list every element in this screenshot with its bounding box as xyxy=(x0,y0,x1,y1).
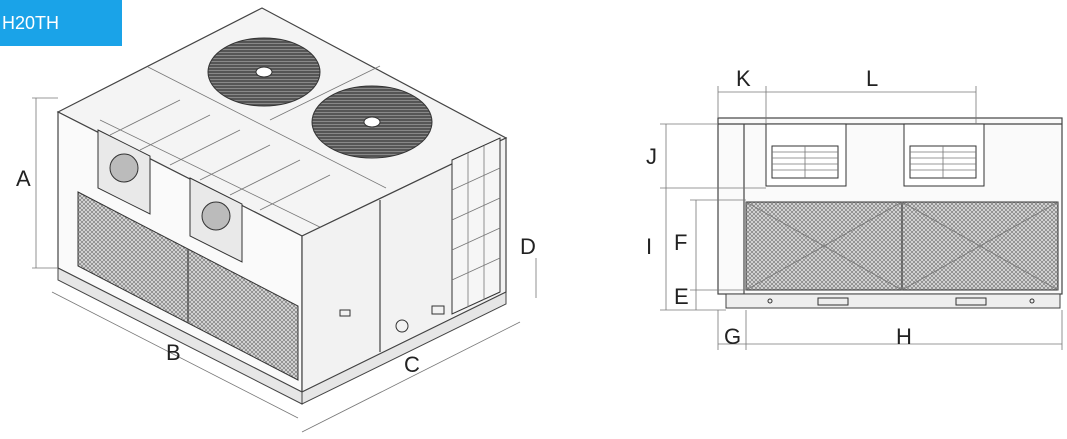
dimension-lines xyxy=(32,97,537,433)
label-H: H xyxy=(896,324,912,349)
label-F: F xyxy=(674,230,687,255)
front-elevation-view: K L J I F E G H xyxy=(646,66,1063,350)
label-I: I xyxy=(646,234,652,259)
label-G: G xyxy=(724,324,741,349)
label-L: L xyxy=(866,66,878,91)
isometric-unit-view: A B C D xyxy=(16,7,537,433)
label-D: D xyxy=(520,234,536,259)
side-coil xyxy=(451,137,501,315)
label-B: B xyxy=(166,340,181,365)
elevation-dimension-lines xyxy=(660,86,1063,350)
label-J: J xyxy=(646,144,657,169)
label-E: E xyxy=(674,284,689,309)
model-badge: H20TH xyxy=(0,0,122,46)
label-K: K xyxy=(736,66,751,91)
elevation-base-rail xyxy=(725,293,1061,309)
label-A: A xyxy=(16,166,31,191)
label-C: C xyxy=(404,352,420,377)
